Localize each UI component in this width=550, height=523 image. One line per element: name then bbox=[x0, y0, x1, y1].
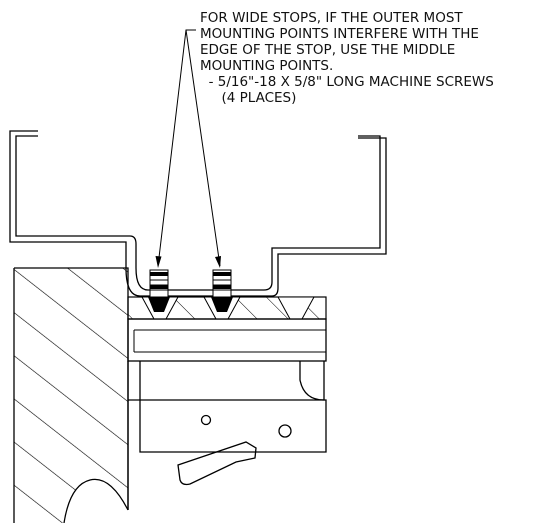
note-line: MOUNTING POINTS INTERFERE WITH THE bbox=[200, 26, 479, 42]
latch-lever bbox=[177, 441, 257, 486]
screw-left bbox=[148, 269, 170, 312]
stop-body bbox=[127, 318, 327, 510]
pivot-hole bbox=[200, 414, 212, 426]
mount-hole bbox=[278, 424, 292, 438]
note-line: MOUNTING POINTS. bbox=[200, 58, 333, 74]
lower-bracket bbox=[128, 361, 327, 453]
note-line: - 5/16"-18 X 5/8" LONG MACHINE SCREWS bbox=[200, 74, 494, 90]
machine-screws bbox=[148, 269, 233, 312]
leader-line-right bbox=[185, 29, 221, 267]
note-line: (4 PLACES) bbox=[200, 90, 296, 106]
arrowhead-left bbox=[155, 256, 162, 268]
screw-right bbox=[211, 269, 233, 312]
arrowhead-right bbox=[215, 256, 221, 268]
hatched-post bbox=[13, 267, 129, 523]
note-line: EDGE OF THE STOP, USE THE MIDDLE bbox=[200, 42, 455, 58]
leader-lines bbox=[155, 29, 221, 268]
leader-line-left bbox=[157, 29, 196, 267]
note-line: FOR WIDE STOPS, IF THE OUTER MOST bbox=[200, 10, 463, 26]
mounting-note: FOR WIDE STOPS, IF THE OUTER MOST MOUNTI… bbox=[200, 10, 494, 106]
